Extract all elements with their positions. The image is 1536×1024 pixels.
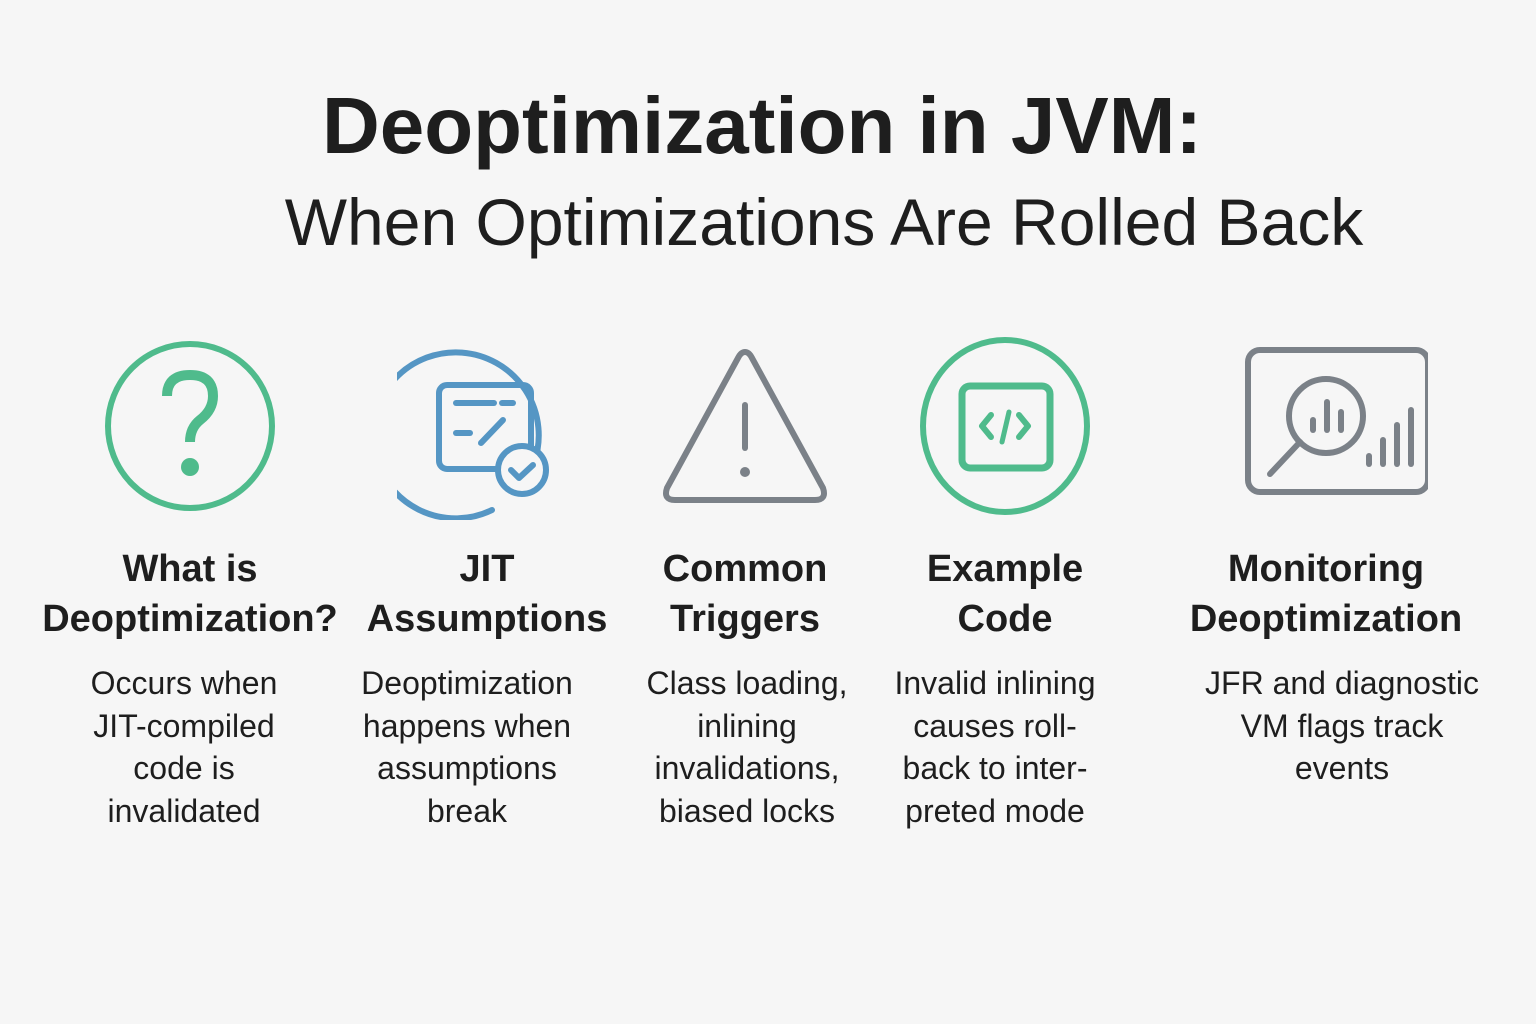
card-description: Deoptimization happens when assumptions bre… [297,662,637,832]
card-description: JFR and diagnostic VM flags track events [1172,662,1512,790]
warning-icon [655,330,835,525]
text-line: events [1294,750,1390,786]
text-line: Deoptimization? [42,598,338,640]
text-line: Class loading, [646,665,848,701]
text-line: JIT [459,548,515,590]
text-line: break [426,792,508,829]
monitoring-chart-icon [1238,330,1431,505]
text-line: assumptions [377,750,557,786]
text-line: VM flags track [1240,707,1444,744]
text-line: Deoptimization [1189,598,1463,640]
text-line: biased locks [658,792,836,829]
card-description: Class loading, inlining invalidations, bias… [577,662,917,832]
text-line: Monitoring [1227,548,1425,590]
text-line: Common [662,548,828,590]
text-line: inlining [697,707,797,744]
text-line: What is [122,548,258,590]
text-line: happens when [362,707,572,744]
text-line: Invalid inlining [894,665,1096,701]
text-line: invalidated [107,792,261,829]
page-title: Deoptimization in JVM: [322,81,1202,170]
text-line: Code [957,598,1053,640]
question-icon [100,330,280,525]
text-line: Example [926,548,1084,590]
page-subtitle: When Optimizations Are Rolled Back [284,185,1364,259]
text-line: code is [133,750,235,786]
card-title: JIT Assumptions [317,544,657,644]
text-line: Occurs when [90,665,278,701]
text-line: JFR and diagnostic [1205,665,1479,701]
text-line: back to inter- [902,750,1088,786]
text-line: Triggers [670,598,820,640]
code-icon [915,330,1095,525]
card-title: What is Deoptimization? [20,544,360,644]
checked-document-icon [369,330,577,525]
text-line: causes roll- [913,707,1077,744]
card-description: Invalid inlining causes roll-back to inte… [825,662,1165,832]
text-line: Deoptimization [361,665,573,701]
text-line: Assumptions [366,598,608,640]
text-line: invalidations, [654,750,840,786]
text-line: preted mode [905,792,1085,829]
text-line: JIT-compiled [93,707,275,744]
